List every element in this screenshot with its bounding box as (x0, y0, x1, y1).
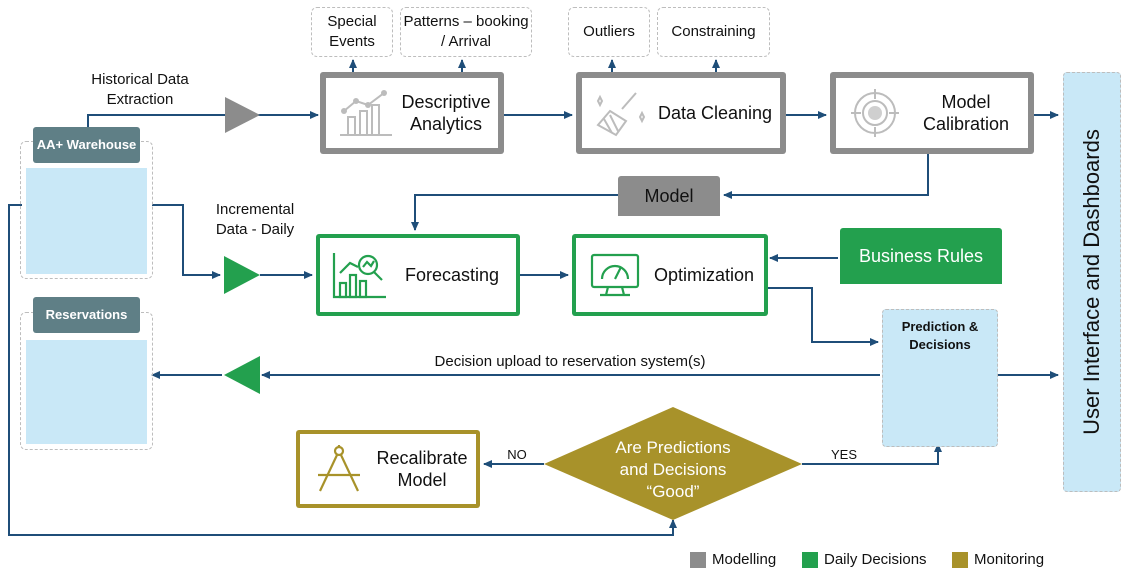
user-interface-panel: User Interface and Dashboards (1063, 72, 1121, 492)
decision-diamond (544, 407, 802, 520)
patterns-callout: Patterns – booking / Arrival (400, 7, 532, 57)
extraction-triangle (225, 97, 260, 133)
descriptive-analytics-label: Descriptive Analytics (401, 92, 491, 134)
forecasting-label: Forecasting (404, 265, 500, 285)
connector-model-to-forecasting (411, 194, 618, 231)
patterns-label: Patterns – booking / Arrival (403, 13, 529, 50)
connector-calibration-to-model (723, 154, 929, 199)
prediction-label: Prediction & Decisions (901, 319, 979, 352)
special-events-label: Special Events (327, 13, 377, 50)
recalibrate-model-box: Recalibrate Model (296, 430, 480, 508)
forecasting-box: Forecasting (316, 234, 520, 316)
model-calibration-box: Model Calibration (830, 72, 1034, 154)
broom-icon (596, 92, 646, 137)
connector-warehouse-to-extraction (87, 114, 225, 130)
model-banner-label: Model (644, 185, 694, 206)
historical-extraction-label: Historical Data Extraction (91, 71, 189, 108)
compass-icon (318, 445, 360, 492)
data-cleaning-box: Data Cleaning (576, 72, 786, 154)
target-icon (851, 89, 899, 137)
decision-text: Are Predictions and Decisions “Good” (584, 437, 762, 503)
model-calibration-label: Model Calibration (922, 92, 1010, 134)
legend-swatch-monitoring (952, 552, 968, 568)
gauge-monitor-icon (590, 253, 640, 297)
legend-label-monitoring: Monitoring (974, 551, 1045, 568)
legend-swatch-daily (802, 552, 818, 568)
warehouse-tag: AA+ Warehouse (33, 127, 140, 163)
incremental-daily-label: Incremental Data - Daily (215, 201, 295, 238)
optimization-label: Optimization (653, 265, 755, 285)
connector-warehouse-to-decision (8, 204, 677, 536)
business-rules-banner: Business Rules (840, 228, 1002, 284)
constraining-callout: Constraining (657, 7, 770, 57)
data-cleaning-label: Data Cleaning (657, 103, 773, 123)
decision-upload-label: Decision upload to reservation system(s) (434, 353, 706, 370)
special-events-callout: Special Events (311, 7, 393, 57)
optimization-box: Optimization (572, 234, 768, 316)
warehouse-panel (26, 168, 147, 274)
user-interface-label: User Interface and Dashboards (1079, 129, 1104, 435)
connector-optimization-to-prediction (768, 287, 879, 346)
outliers-callout: Outliers (568, 7, 650, 57)
no-label: NO (507, 447, 527, 462)
outliers-label: Outliers (583, 23, 635, 40)
legend-swatch-modelling (690, 552, 706, 568)
reservations-panel (26, 340, 147, 444)
legend-label-daily: Daily Decisions (824, 551, 927, 568)
upload-triangle (224, 356, 260, 394)
connector-warehouse-to-incremental (152, 204, 221, 279)
incremental-triangle (224, 256, 260, 294)
forecast-chart-icon (332, 253, 386, 299)
prediction-store (882, 309, 998, 447)
reservations-tag: Reservations (33, 297, 140, 333)
decision-line-3: “Good” (646, 482, 700, 501)
legend-label-modelling: Modelling (712, 551, 777, 568)
business-rules-label: Business Rules (858, 245, 984, 266)
model-banner: Model (618, 176, 720, 216)
decision-line-1: Are Predictions (615, 438, 731, 457)
bar-chart-trend-icon (340, 90, 392, 136)
connector-decision-to-prediction (802, 443, 942, 465)
constraining-label: Constraining (671, 23, 756, 40)
decision-line-2: and Decisions (619, 460, 727, 479)
yes-label: YES (830, 447, 857, 462)
recalibrate-model-label: Recalibrate Model (376, 448, 468, 490)
descriptive-analytics-box: Descriptive Analytics (320, 72, 504, 154)
